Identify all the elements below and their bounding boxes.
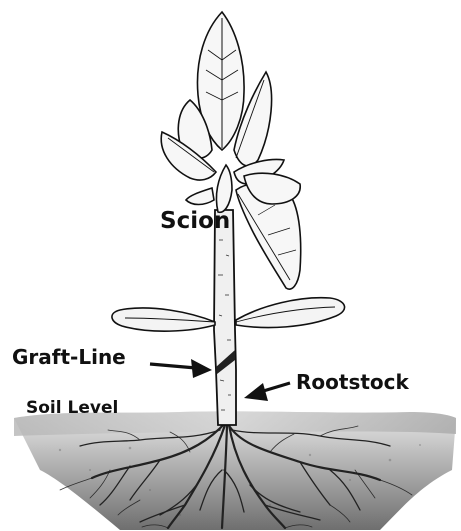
graft-line-label: Graft-Line (12, 347, 126, 367)
soil (14, 411, 456, 530)
arrow-right-icon (150, 359, 212, 378)
arrow-left-icon (244, 383, 290, 401)
scion-label: Scion (160, 210, 230, 233)
stem (214, 210, 236, 425)
soil-level-label: Soil Level (26, 400, 118, 417)
rootstock-label: Rootstock (296, 372, 409, 392)
